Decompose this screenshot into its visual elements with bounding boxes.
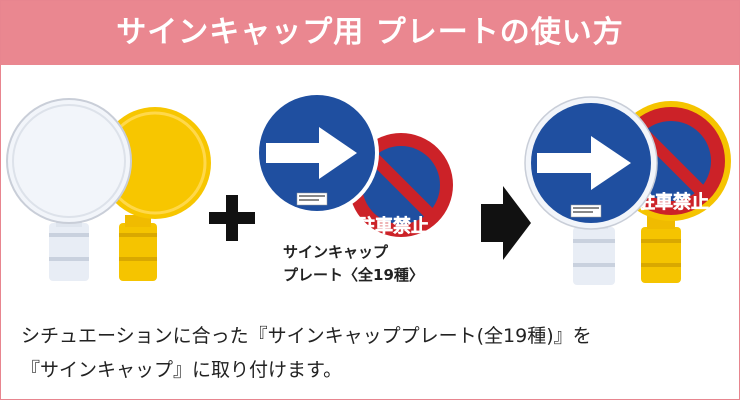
yellow-plate [99,107,211,281]
plus-icon [209,195,255,241]
caption-line-2: プレート〈全19種〉 [283,266,424,284]
caption-line-1: サインキャップ [283,243,389,261]
header-bar: サインキャップ用 プレートの使い方 [1,1,739,65]
no-parking-plate: 駐車禁止 [345,129,457,241]
no-parking-label: 駐車禁止 [357,215,429,237]
description-line-2: 『サインキャップ』に取り付けます。 [21,359,343,381]
illustration: 駐車禁止 駐車禁止 [6,91,731,285]
assembled-no-parking-label: 駐車禁止 [637,191,709,213]
white-plate [6,98,132,281]
page-title: サインキャップ用 プレートの使い方 [116,15,624,50]
right-arrow-icon [481,186,531,260]
assembled-yellow-cap [641,215,681,283]
assembled-arrow [524,96,658,230]
plate-caption: サインキャップ プレート〈全19種〉 [283,241,424,287]
description-line-1: シチュエーションに合った『サインキャッププレート(全19種)』を [21,325,592,347]
description: シチュエーションに合った『サインキャッププレート(全19種)』を 『サインキャッ… [21,319,592,387]
arrow-plate [255,91,379,215]
